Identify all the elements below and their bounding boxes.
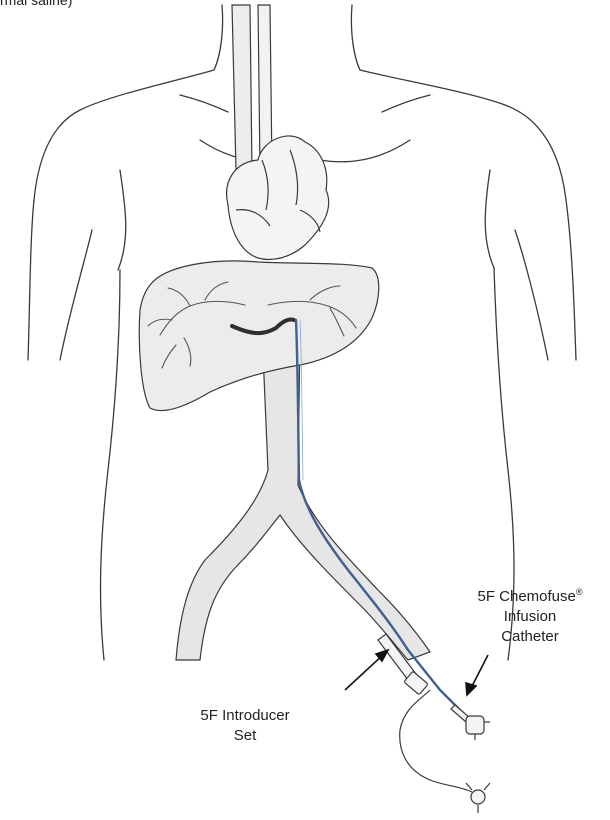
catheter-label: 5F Chemofuse® Infusion Catheter [450, 582, 610, 647]
introducer-label: 5F Introducer Set [170, 706, 320, 746]
catheter-label-line2: Infusion [450, 607, 610, 627]
stopcock-valve [466, 783, 490, 813]
catheter-hub [451, 705, 490, 740]
introducer-label-line1: 5F Introducer [170, 706, 320, 726]
catheter-label-line3: Catheter [450, 627, 610, 647]
catheter-label-line1: 5F Chemofuse [477, 588, 575, 605]
registered-mark: ® [576, 587, 583, 597]
liver [139, 261, 378, 411]
introducer-label-line2: Set [170, 726, 320, 746]
